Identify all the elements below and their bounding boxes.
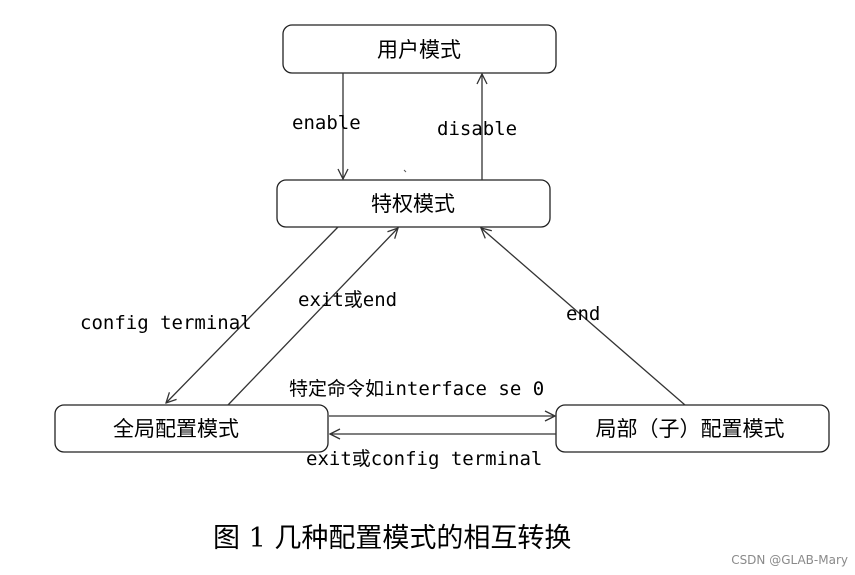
node-local-config-mode: 局部（子）配置模式 [555, 404, 830, 453]
edge-label-config-terminal: config terminal [80, 312, 252, 334]
stray-mark [403, 169, 407, 173]
edge-label-end: end [566, 303, 600, 325]
figure-caption: 图 1 几种配置模式的相互转换 [213, 523, 571, 554]
edge-label-disable: disable [437, 118, 517, 140]
arrow-config-terminal [166, 226, 339, 403]
node-global-config-mode: 全局配置模式 [54, 404, 329, 453]
node-user-mode: 用户模式 [282, 24, 557, 74]
node-privileged-mode-label: 特权模式 [371, 192, 455, 216]
edge-label-specific-command: 特定命令如interface se 0 [289, 378, 544, 400]
edge-label-exit-or-end: exit或end [298, 289, 397, 311]
edge-label-enable: enable [292, 112, 361, 134]
arrow-end [481, 228, 686, 406]
node-user-mode-label: 用户模式 [377, 38, 461, 62]
edge-label-exit-or-config-terminal: exit或config terminal [306, 448, 542, 470]
node-privileged-mode: 特权模式 [276, 179, 551, 228]
node-local-config-mode-label: 局部（子）配置模式 [596, 417, 785, 441]
arrow-exit-or-end [227, 228, 398, 406]
node-global-config-mode-label: 全局配置模式 [113, 417, 239, 441]
watermark: CSDN @GLAB-Mary [731, 553, 848, 567]
